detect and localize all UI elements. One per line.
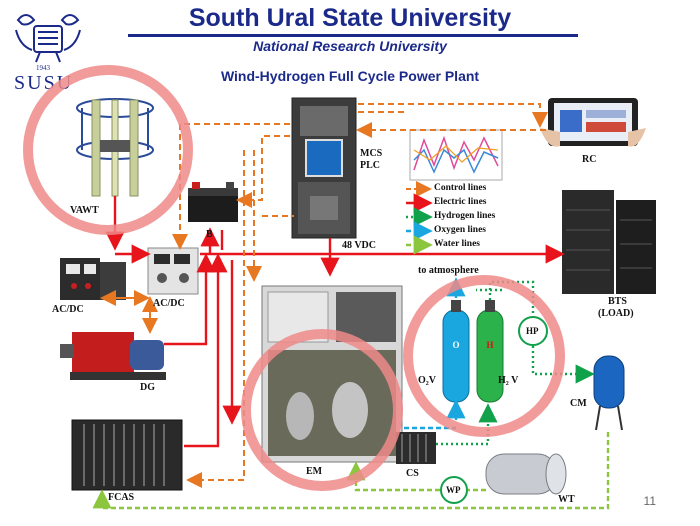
- oxygen-cylinder: O: [442, 300, 470, 403]
- highlight-circles: [23, 65, 565, 491]
- rc-tablet: [540, 98, 646, 147]
- logo-year: 1943: [36, 64, 50, 72]
- label-em: EM: [306, 466, 323, 477]
- label-bts: BTS: [608, 296, 627, 307]
- university-subtitle: National Research University: [253, 38, 447, 54]
- label-h2v: H₂ V: [498, 375, 519, 386]
- diagram-title: Wind-Hydrogen Full Cycle Power Plant: [220, 68, 480, 84]
- label-vawt: VAWT: [70, 205, 99, 216]
- page-number: 11: [643, 494, 656, 508]
- compressor-station: [396, 432, 436, 464]
- label-48vdc: 48 VDC: [342, 240, 376, 251]
- label-acdc-mid: AC/DC: [153, 298, 185, 309]
- svg-text:O: O: [452, 340, 459, 350]
- crest-icon: [15, 14, 81, 63]
- label-fcas: FCAS: [108, 492, 135, 503]
- highlight-gas-storage: [403, 275, 565, 437]
- label-to-atmosphere: to atmosphere: [418, 265, 479, 276]
- legend-swatches: [406, 181, 433, 255]
- label-hp: HP: [526, 326, 539, 336]
- label-dg: DG: [140, 382, 155, 393]
- label-o2v: O₂V: [418, 375, 436, 386]
- mcs-plc-cabinet: [291, 97, 357, 239]
- label-cm: CM: [570, 398, 587, 409]
- label-battery: B: [206, 229, 213, 240]
- water-tank: [485, 453, 567, 495]
- label-plc: PLC: [360, 160, 380, 171]
- legend-control-lines: Control lines: [434, 183, 487, 193]
- university-title: South Ural State University: [188, 4, 512, 32]
- label-wt: WT: [558, 494, 575, 505]
- electrolyzer-cabinet: [261, 285, 403, 463]
- water-pump-node: [440, 476, 468, 504]
- acdc-left-converter: [60, 258, 126, 300]
- battery: [188, 182, 238, 222]
- gas-tank: [593, 355, 625, 431]
- hydrogen-pump-node: [518, 316, 548, 346]
- highlight-vawt: [23, 65, 193, 235]
- monitoring-chart-thumbnail: [409, 129, 503, 181]
- label-load: (LOAD): [598, 308, 634, 319]
- acdc-mid-converter: [147, 247, 199, 295]
- label-mcs: MCS: [360, 148, 383, 159]
- legend-electric-lines: Electric lines: [434, 197, 487, 207]
- bts-racks: [562, 190, 656, 294]
- fuel-cell-stack: [71, 419, 183, 491]
- label-acdc-left: AC/DC: [52, 304, 84, 315]
- title-divider: [128, 34, 578, 37]
- label-rc: RC: [582, 154, 597, 165]
- hydrogen-lines: [436, 280, 595, 446]
- label-cs: CS: [406, 468, 419, 479]
- label-wp: WP: [446, 485, 461, 495]
- legend-oxygen-lines: Oxygen lines: [434, 225, 486, 235]
- vawt-turbine: [76, 98, 154, 197]
- svg-text:H: H: [486, 340, 493, 350]
- legend-hydrogen-lines: Hydrogen lines: [434, 211, 496, 221]
- electric-lines: [105, 196, 565, 448]
- highlight-electrolyzer: [241, 329, 403, 491]
- hydrogen-cylinder: H: [476, 300, 504, 403]
- legend-water-lines: Water lines: [434, 239, 481, 249]
- diesel-generator: [60, 332, 166, 380]
